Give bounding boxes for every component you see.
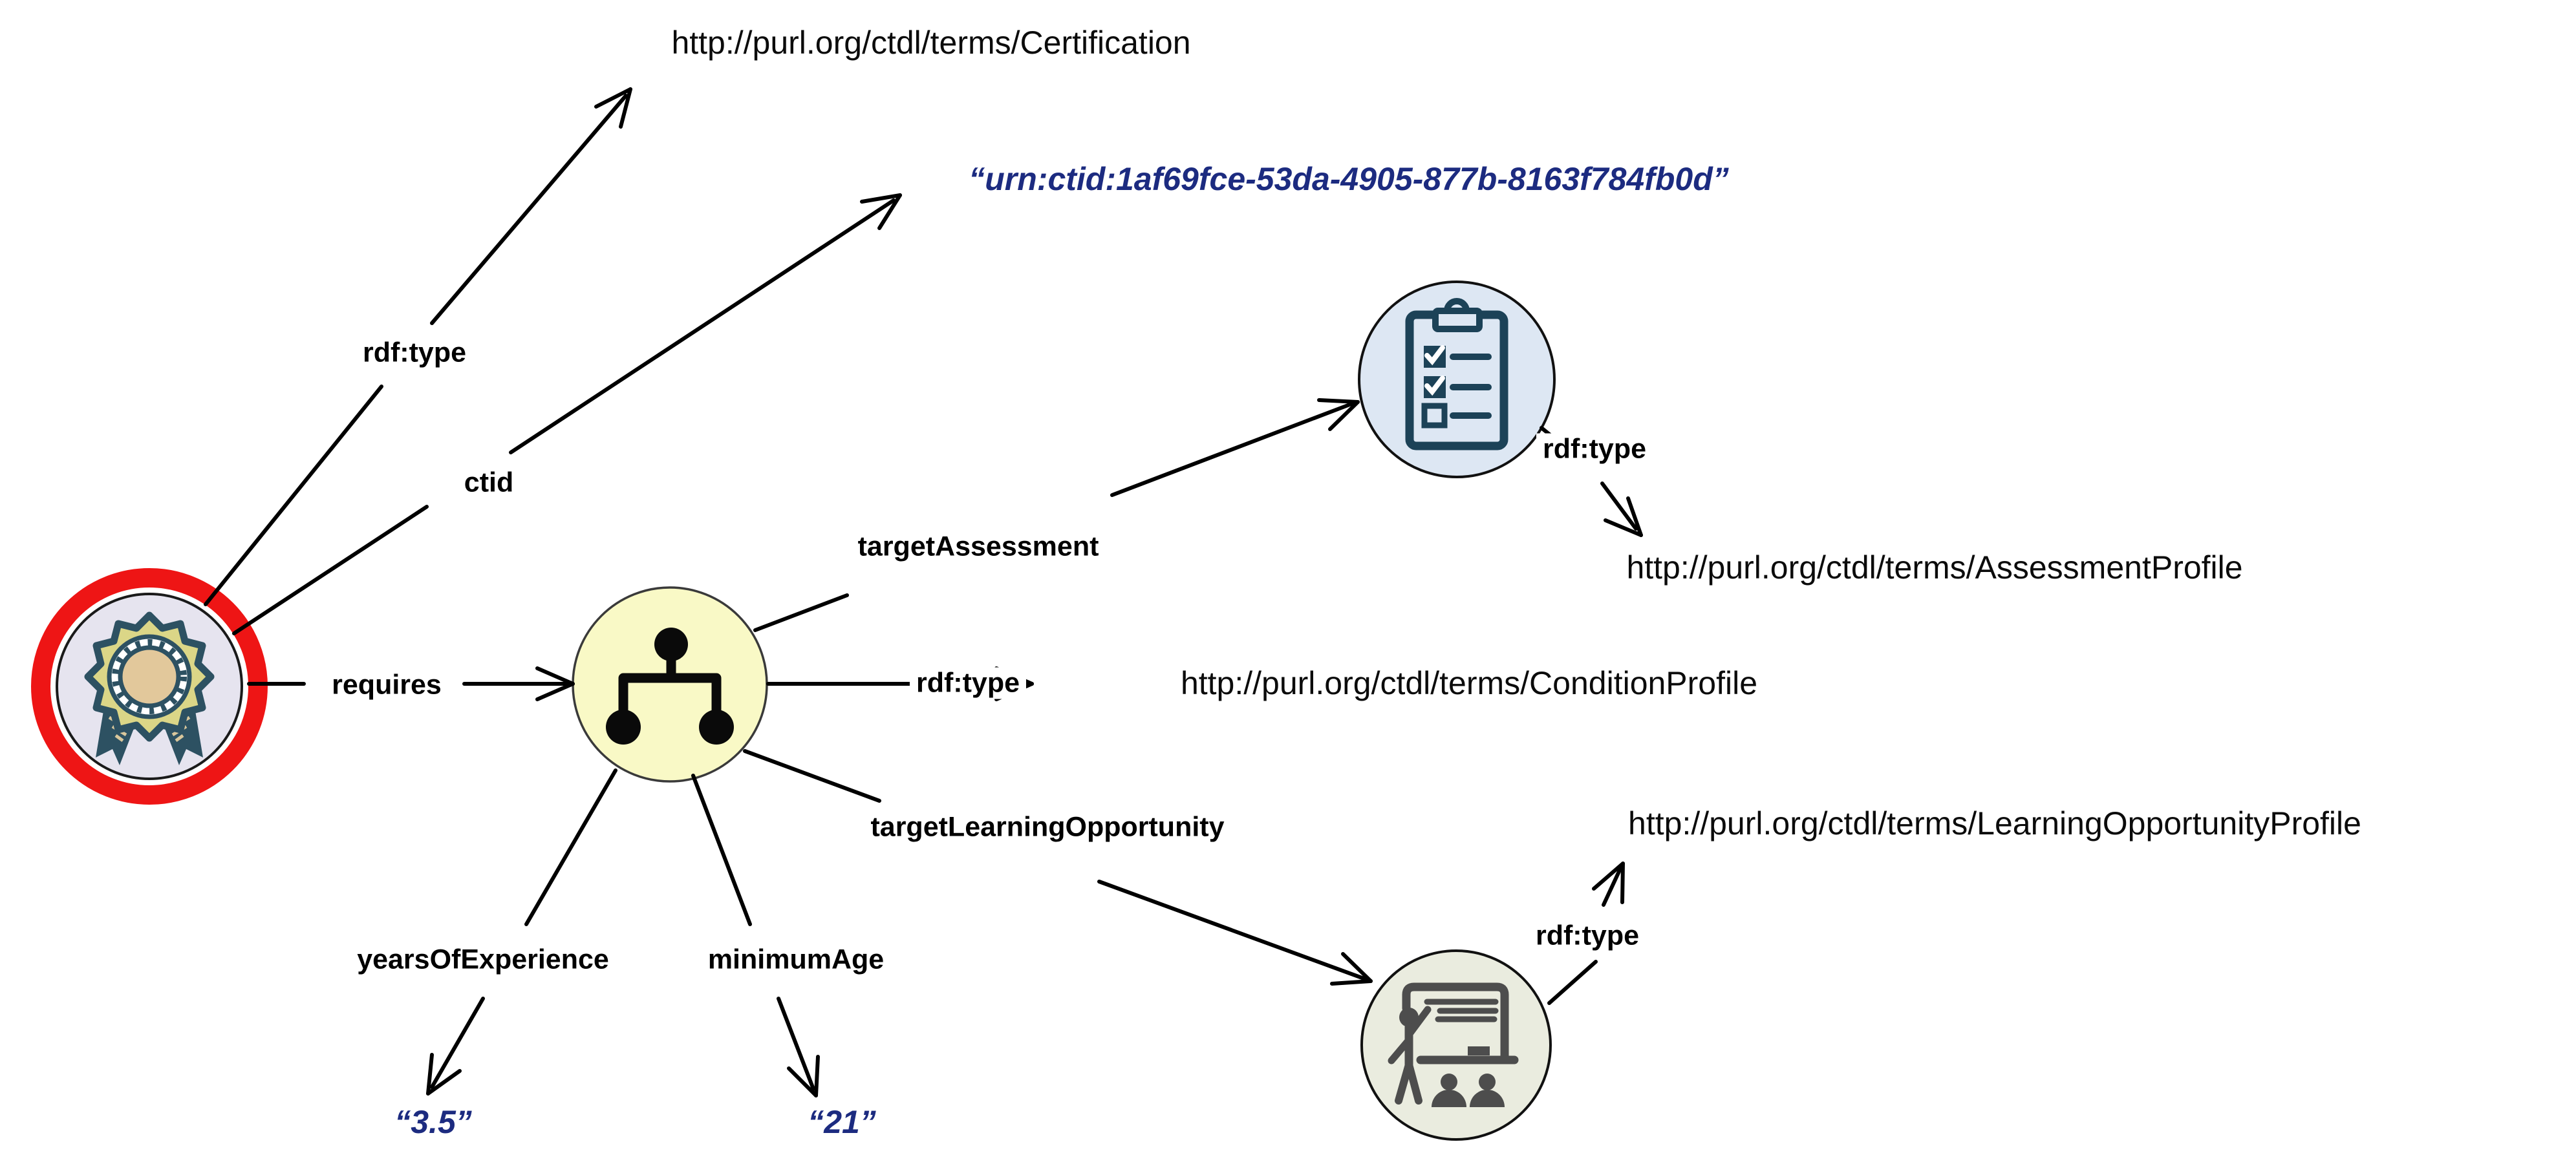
arrowhead (787, 1055, 820, 1097)
arrowhead (535, 666, 575, 701)
literal-ctid-value: “urn:ctid:1af69fce-53da-4905-877b-8163f7… (969, 161, 1729, 197)
edge-label-ctid: ctid (457, 467, 521, 499)
arrowhead (594, 87, 632, 129)
checklist-clipboard-icon (1405, 298, 1508, 450)
edge-label-target-assessment: targetAssessment (851, 531, 1106, 563)
edge-target-assessment (753, 398, 1360, 632)
arrowhead (426, 1053, 462, 1096)
edge-rdf-type-certification (204, 87, 632, 606)
uri-condition-profile: http://purl.org/ctdl/terms/ConditionProf… (1175, 666, 1763, 701)
uri-learning-opportunity-profile: http://purl.org/ctdl/terms/LearningOppor… (1623, 806, 2367, 841)
learning-opportunity-node (1360, 949, 1552, 1141)
arrowhead (1330, 952, 1373, 986)
arrowhead (1592, 862, 1625, 904)
arrowhead (1317, 398, 1360, 431)
edge-requires (247, 666, 575, 701)
literal-years-of-experience-value: “3.5” (394, 1104, 472, 1140)
edge-label-rdf-type-learning: rdf:type (1529, 920, 1646, 952)
arrowhead (1604, 496, 1643, 537)
org-chart-icon (606, 628, 734, 745)
edge-label-requires: requires (325, 669, 448, 701)
edge-label-rdf-type-certification: rdf:type (356, 337, 473, 369)
uri-certification: http://purl.org/ctdl/terms/Certification (666, 25, 1196, 60)
assessment-node (1358, 281, 1556, 478)
presentation-icon (1388, 982, 1519, 1107)
edge-target-learning-opportunity (743, 749, 1373, 986)
edge-years-of-experience (426, 768, 617, 1096)
edge-label-target-learning-opportunity: targetLearningOpportunity (864, 811, 1231, 843)
edge-minimum-age (691, 774, 820, 1097)
edge-rdf-type-learning (1547, 862, 1625, 1005)
edge-label-rdf-type-assessment: rdf:type (1536, 433, 1653, 465)
edge-label-rdf-type-condition: rdf:type (909, 667, 1027, 699)
award-ribbon-icon (84, 611, 215, 765)
condition-profile-node (572, 586, 768, 783)
arrowhead (860, 193, 902, 230)
certification-node (31, 568, 268, 805)
learning-opportunity-node-circle (1360, 949, 1552, 1141)
edge-ctid (232, 193, 902, 635)
uri-assessment-profile: http://purl.org/ctdl/terms/AssessmentPro… (1621, 550, 2248, 585)
edge-label-years-of-experience: yearsOfExperience (350, 944, 616, 976)
literal-minimum-age-value: “21” (808, 1104, 876, 1140)
condition-profile-node-circle (572, 586, 768, 783)
edge-label-minimum-age: minimumAge (701, 944, 891, 976)
